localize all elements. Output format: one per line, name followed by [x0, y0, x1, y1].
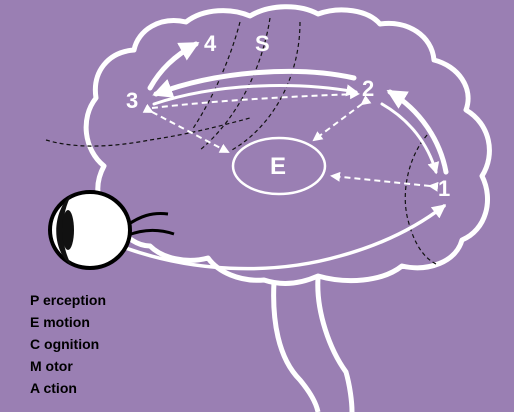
brain-outline [83, 4, 492, 286]
sulcus-curve-3 [231, 21, 301, 151]
node-4: 4 [204, 31, 217, 56]
legend-rest: ction [39, 380, 77, 396]
dashed-arrow-1-to-e [330, 171, 439, 192]
emotion-ellipse [231, 136, 327, 196]
sulcus-occipital [404, 129, 437, 265]
legend-item-perception: P erception [30, 289, 106, 311]
legend-rest: ognition [40, 336, 100, 352]
optic-nerve-upper [125, 212, 169, 228]
legend-item-motor: M otor [30, 355, 106, 377]
dashed-arrow-2-to-e [312, 95, 372, 142]
brainstem-right [315, 277, 355, 412]
dashed-arrow-3-to-e [142, 103, 230, 153]
legend-rest: otor [41, 358, 73, 374]
node-3: 3 [126, 88, 139, 113]
optic-nerve-lower [125, 228, 175, 238]
arrow-3-to-2 [152, 84, 359, 106]
legend-rest: motion [39, 314, 90, 330]
brainstem-left [271, 281, 321, 412]
legend-initial: E [30, 314, 40, 330]
legend-item-action: A ction [30, 377, 106, 399]
legend-initial: M [30, 358, 42, 374]
node-2: 2 [362, 76, 375, 101]
legend-initial: P [30, 292, 40, 308]
legend-rest: erception [39, 292, 106, 308]
legend-item-emotion: E motion [30, 311, 106, 333]
legend-initial: A [30, 380, 40, 396]
arrow-1-to-2 [386, 89, 449, 175]
legend-item-cognition: C ognition [30, 333, 106, 355]
arrow-eye-to-1 [118, 204, 447, 271]
arrow-2-to-3 [152, 68, 357, 98]
node-1: 1 [438, 176, 451, 201]
legend: P erception E motion C ognition M otor A… [30, 289, 106, 399]
node-e: E [270, 153, 287, 180]
legend-initial: C [30, 336, 41, 352]
node-s: S [255, 31, 270, 56]
arrow-2-to-1 [380, 102, 440, 175]
sulcus-lateral [45, 117, 251, 147]
eye-icon [48, 190, 132, 270]
dashed-arrow-3-to-2 [151, 89, 360, 109]
